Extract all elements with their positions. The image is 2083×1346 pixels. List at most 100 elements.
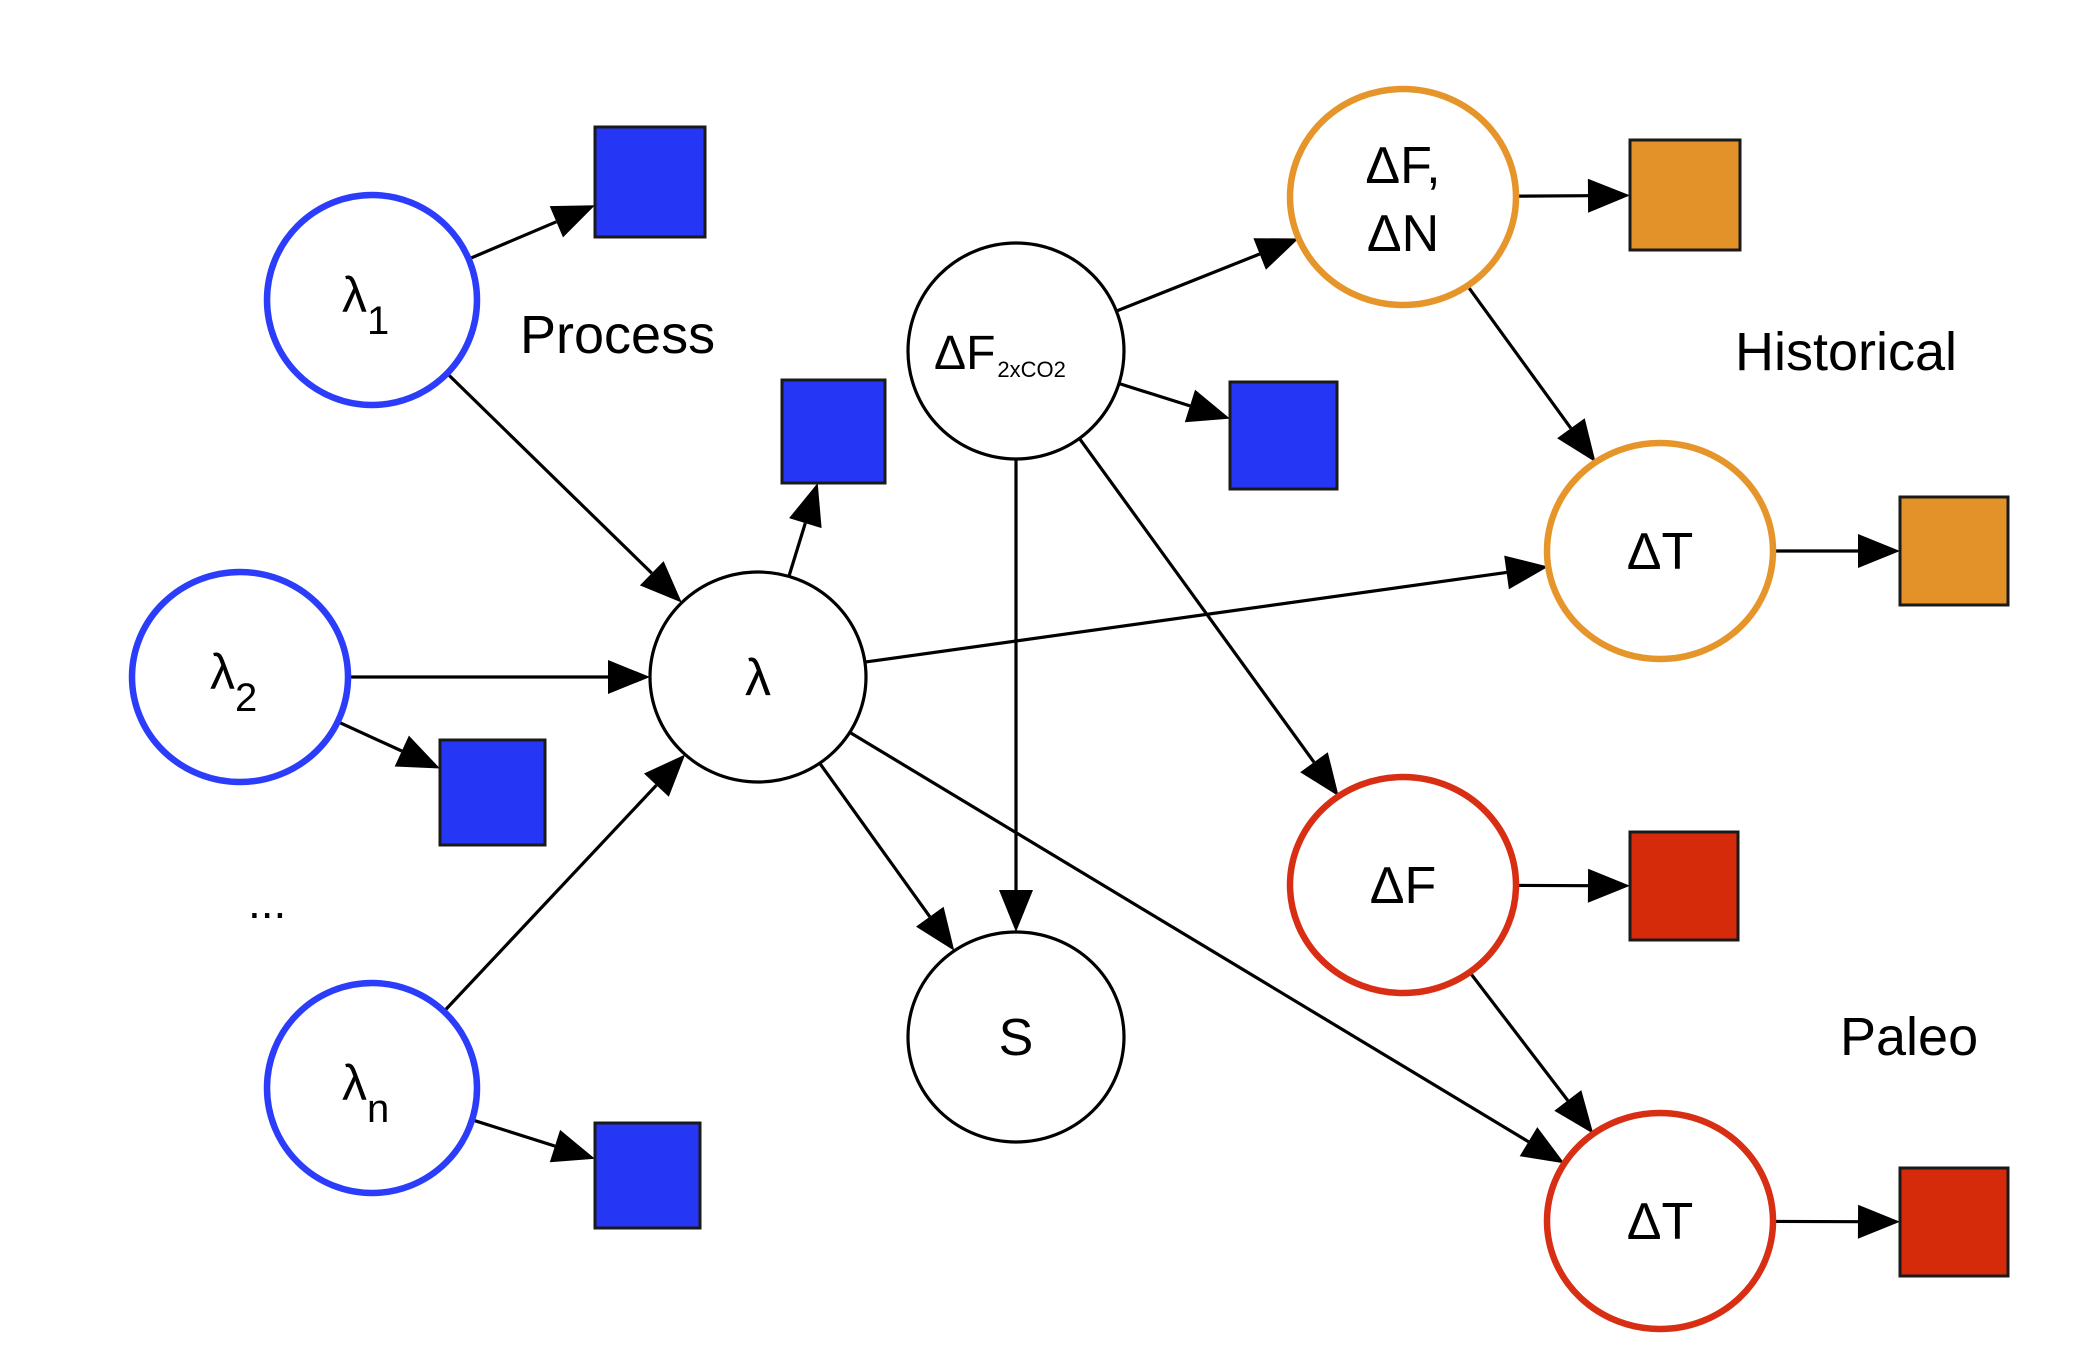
obs-edge-df2xco2-head	[1184, 389, 1230, 423]
edge-lambda2-to-lambda	[348, 660, 650, 694]
node-main-lambdan: λ	[342, 1055, 367, 1111]
obs-edge-dt_hist	[1773, 534, 1900, 568]
obs-edge-lambda1-head	[549, 205, 595, 238]
obs-edge-lambda2	[337, 720, 440, 769]
edge-lambda-to-s-shaft	[818, 762, 932, 918]
node-label-dfdn: ΔF,	[1365, 137, 1440, 195]
edge-df2xco2-to-s	[999, 459, 1033, 932]
obs-edge-lambda2-shaft	[337, 720, 403, 753]
process-label: Process	[520, 305, 715, 365]
edge-lambda1-to-lambda-shaft	[445, 372, 653, 575]
node-dt_paleo: ΔT	[1543, 1109, 1777, 1333]
paleo-label: Paleo	[1840, 1007, 1978, 1067]
edge-df_paleo-to-dt_paleo	[1468, 971, 1594, 1134]
observation-square-dfdn	[1628, 138, 1742, 252]
node-circle-s	[906, 930, 1126, 1144]
edge-lambdan-to-lambda-shaft	[442, 784, 658, 1013]
node-label-lambda2: λ2	[210, 644, 257, 720]
obs-edge-lambda2-head	[394, 735, 440, 769]
node-main-df2xco2: ΔF	[934, 327, 995, 380]
node-df2xco2: ΔF2xCO2	[906, 241, 1126, 461]
node-circle-dt_paleo	[1543, 1109, 1777, 1333]
observation-square-lambda1	[593, 125, 707, 239]
obs-edge-dt_paleo	[1772, 1204, 1900, 1239]
node-circle-df_paleo	[1286, 773, 1520, 997]
obs-edge-dt_paleo-head	[1857, 1204, 1900, 1239]
historical-label: Historical	[1735, 322, 1957, 382]
node-df_paleo: ΔF	[1286, 773, 1520, 997]
edge-lambda-to-dt_hist-head	[1504, 555, 1549, 590]
edge-lambda-to-s-head	[916, 906, 955, 951]
node-label-dt_hist: ΔT	[1627, 523, 1694, 581]
edge-lambda-to-s	[818, 762, 955, 951]
obs-edge-df2xco2	[1118, 381, 1230, 423]
edge-lambda1-to-lambda	[445, 372, 682, 603]
obs-edge-lambda1	[468, 205, 595, 261]
edge-df2xco2-to-df_paleo-head	[1300, 752, 1339, 797]
observation-square-dt_hist	[1898, 495, 2010, 607]
edges-layer	[337, 178, 1900, 1239]
edge-dfdn-to-dt_hist	[1466, 284, 1596, 463]
node-subscript-lambdan: n	[367, 1087, 389, 1131]
edge-df2xco2-to-dfdn-head	[1253, 238, 1299, 270]
observation-square-df2xco2	[1228, 380, 1339, 491]
obs-edge-lambdan-shaft	[471, 1118, 556, 1148]
obs-edge-dfdn	[1515, 178, 1630, 213]
node-circle-lambda2	[128, 568, 352, 786]
edge-df2xco2-to-s-head	[999, 890, 1033, 932]
ellipsis-label: ...	[248, 876, 286, 928]
node-main-lambda1: λ	[342, 267, 367, 323]
node-subscript-lambda2: 2	[235, 676, 257, 720]
node-circle-dt_hist	[1543, 439, 1777, 663]
obs-edge-lambda-head	[789, 483, 822, 529]
edge-df_paleo-to-dt_paleo-head	[1554, 1090, 1594, 1134]
labels-layer: Process Historical Paleo ...	[248, 305, 1978, 1067]
node-subscript-lambda1: 1	[367, 299, 389, 343]
obs-edge-df_paleo-head	[1587, 868, 1630, 903]
node-circle-lambda	[648, 570, 868, 784]
node-circle-lambdan	[263, 979, 481, 1197]
obs-edge-dfdn-shaft	[1515, 194, 1589, 198]
obs-edge-dt_hist-head	[1858, 534, 1900, 568]
node-label-lambdan: λn	[342, 1055, 389, 1131]
node-label-s: S	[999, 1009, 1034, 1067]
edge-df2xco2-to-df_paleo	[1078, 437, 1339, 797]
obs-edge-lambdan-head	[549, 1129, 595, 1163]
observation-square-lambdan	[593, 1121, 702, 1230]
obs-edge-dfdn-head	[1587, 178, 1630, 213]
node-label-lambda1: λ1	[342, 267, 389, 343]
observation-square-df_paleo	[1628, 830, 1740, 942]
edge-lambda-to-dt_paleo-shaft	[848, 731, 1530, 1144]
obs-edge-df_paleo	[1515, 868, 1630, 903]
observations-layer	[438, 125, 2010, 1278]
node-label-line2-dfdn: ΔN	[1367, 205, 1439, 263]
edge-lambdan-to-lambda-head	[644, 754, 686, 797]
observation-square-lambda2	[438, 738, 547, 847]
observation-square-dt_paleo	[1898, 1166, 2010, 1278]
edge-lambda-to-dt_paleo	[848, 731, 1565, 1164]
edge-lambdan-to-lambda	[442, 754, 686, 1013]
edge-dfdn-to-dt_hist-head	[1557, 418, 1596, 463]
node-main-lambda2: λ	[210, 644, 235, 700]
node-label-df_paleo: ΔF	[1370, 857, 1437, 915]
obs-edge-lambdan	[471, 1118, 595, 1163]
node-lambdan: λn	[263, 979, 481, 1197]
edge-lambda2-to-lambda-head	[608, 660, 650, 694]
observation-square-lambda	[780, 378, 887, 485]
edge-df_paleo-to-dt_paleo-shaft	[1468, 971, 1570, 1102]
obs-edge-lambda-shaft	[787, 522, 807, 577]
obs-edge-df2xco2-shaft	[1118, 381, 1191, 408]
node-circle-dfdn	[1286, 85, 1520, 309]
node-lambda1: λ1	[263, 191, 481, 409]
node-circle-df2xco2	[906, 241, 1126, 461]
edge-lambda1-to-lambda-head	[639, 561, 682, 603]
node-label-dt_paleo: ΔT	[1627, 1193, 1694, 1251]
edge-df2xco2-to-dfdn-shaft	[1115, 252, 1261, 313]
node-s: S	[906, 930, 1126, 1144]
obs-edge-lambda	[787, 483, 822, 577]
edge-lambda-to-dt_hist	[864, 555, 1549, 664]
node-dt_hist: ΔT	[1543, 439, 1777, 663]
edge-df2xco2-to-dfdn	[1115, 238, 1299, 313]
